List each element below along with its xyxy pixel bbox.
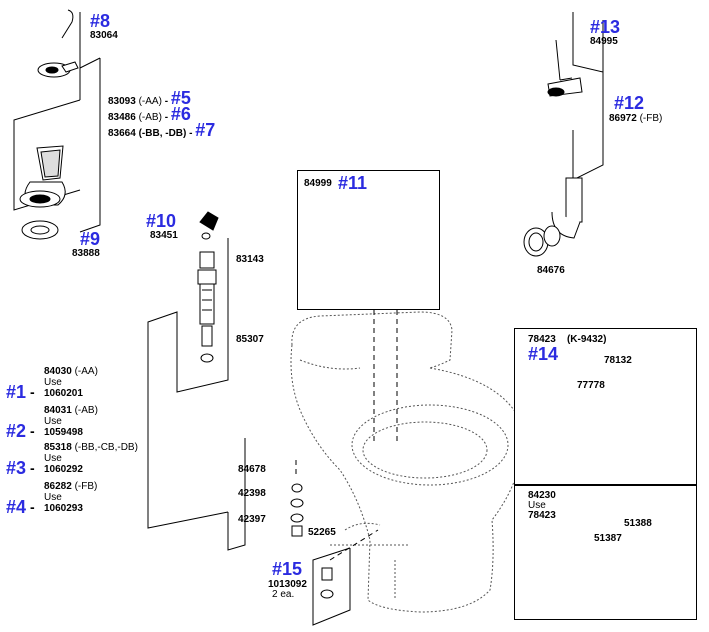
trip-lever-box (514, 328, 697, 485)
ref-9-label: #9 (80, 229, 101, 249)
bolt-hardware-drawing (290, 483, 334, 599)
part-84230-use-number: 78423 (528, 510, 556, 521)
seat-part-number: 84030 (-AA) (44, 366, 98, 377)
ref-8-label: #8 (90, 11, 111, 31)
part-78423-label: 78423 (K-9432) (528, 334, 607, 345)
seat-use-label: Use (44, 377, 62, 388)
seat-use-number: 1060292 (44, 464, 83, 475)
leader-line (79, 57, 101, 69)
seat-ref-label: #3 (6, 458, 27, 478)
seat-ref-label: #1 (6, 382, 27, 402)
seat-ref-label: #2 (6, 421, 27, 441)
leader-line (227, 438, 246, 551)
part-86972-label: 86972 (-FB) (609, 113, 663, 124)
seat-dash: - (30, 460, 35, 476)
part-52265-label: 52265 (308, 527, 336, 538)
part-78132-label: 78132 (604, 355, 632, 366)
seat-dash: - (30, 423, 35, 439)
seat-use-label: Use (44, 453, 62, 464)
flapper-drawing (37, 9, 79, 78)
part-84230-use-label: Use (528, 500, 546, 511)
ref-12-label: #12 (614, 93, 645, 113)
seat-use-number: 1060293 (44, 503, 83, 514)
seat-dash: - (30, 499, 35, 515)
part-42398-label: 42398 (238, 488, 266, 499)
part-83664-label: 83664 (-BB, -DB) - #7 (108, 120, 216, 140)
ref-10-label: #10 (146, 211, 177, 231)
guide-lines (295, 310, 398, 561)
seat-part-number: 86282 (-FB) (44, 481, 98, 492)
seat-part-number: 84031 (-AB) (44, 405, 98, 416)
part-84995-label: 84995 (590, 36, 618, 47)
part-77778-label: 77778 (577, 380, 605, 391)
fill-valve-drawing (197, 211, 219, 363)
leader-line (572, 12, 604, 181)
part-83451-label: 83451 (150, 230, 178, 241)
part-51387-label: 51387 (594, 533, 622, 544)
part-83143-label: 83143 (236, 254, 264, 265)
seat-ref-label: #4 (6, 497, 27, 517)
tank-bolt-kit-box (297, 170, 440, 310)
seat-part-number: 85318 (-BB,-CB,-DB) (44, 442, 138, 453)
seat-dash: - (30, 384, 35, 400)
part-83064-label: 83064 (90, 30, 118, 41)
seat-use-label: Use (44, 416, 62, 427)
part-84999-label: 84999 (304, 178, 332, 189)
part-84230-label: 84230 (528, 490, 556, 501)
toilet-outline (290, 311, 523, 613)
leader-line (147, 238, 229, 529)
part-51388-label: 51388 (624, 518, 652, 529)
ref-11-label: #11 (338, 173, 368, 193)
trip-lever-kit-box (514, 485, 697, 620)
seat-use-number: 1059498 (44, 427, 83, 438)
part-84678-label: 84678 (238, 464, 266, 475)
ref-15-label: #15 (272, 559, 303, 579)
part-83888-label: 83888 (72, 248, 100, 259)
part-84676-label: 84676 (537, 265, 565, 276)
part-1013092-qty: 2 ea. (272, 589, 295, 600)
part-42397-label: 42397 (238, 514, 266, 525)
ref-13-label: #13 (590, 17, 621, 37)
seat-use-label: Use (44, 492, 62, 503)
part-1013092-label: 1013092 (268, 579, 307, 590)
part-85307-label: 85307 (236, 334, 264, 345)
part-83486-label: 83486 (-AB) - #6 (108, 104, 191, 124)
ref-14-label: #14 (528, 344, 559, 364)
leader-line (312, 547, 351, 626)
part-83093-label: 83093 (-AA) - #5 (108, 88, 191, 108)
flush-valve-fb-drawing (523, 39, 583, 257)
flush-valve-drawing (19, 145, 66, 240)
seat-use-number: 1060201 (44, 388, 83, 399)
leader-line (79, 58, 101, 233)
